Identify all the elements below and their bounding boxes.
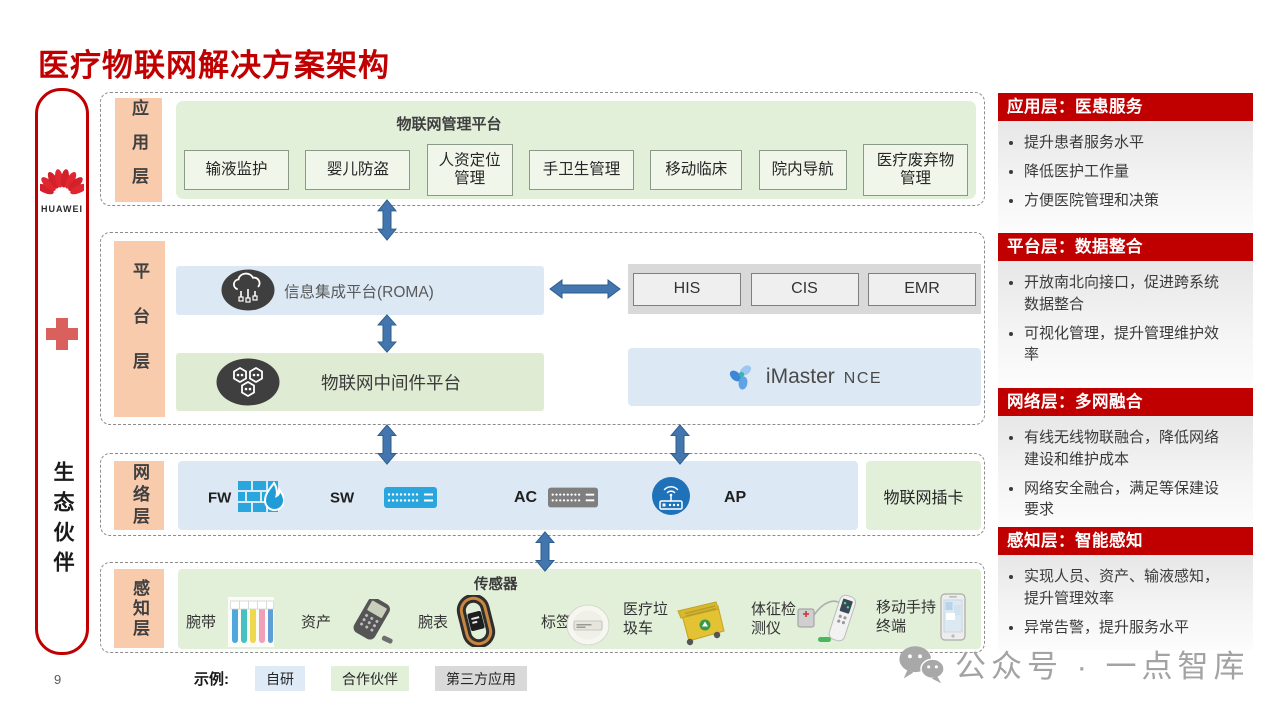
firewall-icon	[238, 481, 284, 512]
legend-label: 示例:	[194, 671, 229, 688]
huawei-brand-text: HUAWEI	[41, 204, 83, 214]
asset-scanner-icon	[353, 599, 393, 644]
network-layer-label: 网络层	[114, 461, 164, 530]
ap-icon	[652, 477, 690, 515]
app-item-medical-waste: 医疗废弃物管理	[862, 144, 968, 196]
bullet: 方便医院管理和决策	[1024, 190, 1222, 212]
sensor-wristband-label: 腕带	[186, 614, 217, 631]
iot-middleware-platform: 物联网中间件平台	[176, 353, 544, 411]
network-layer: 网络层 FW SW AC	[100, 453, 985, 536]
arrow-roma-middleware	[377, 314, 397, 353]
panel-section-app-body: 提升患者服务水平 降低医护工作量 方便医院管理和决策	[998, 121, 1253, 233]
platform-layer: 平台层 信息集成平台(ROMA) 物联网中间件平台	[100, 232, 985, 425]
bullet: 网络安全融合，满足等保建设要求	[1024, 478, 1222, 522]
tag-icon	[566, 604, 610, 646]
app-item-indoor-navigation: 院内导航	[758, 150, 847, 190]
middleware-hexagons-icon	[216, 358, 280, 406]
sensor-tag-label: 标签	[541, 614, 572, 631]
middleware-label: 物联网中间件平台	[321, 372, 461, 393]
sensor-waste-cart-label: 医疗垃圾车	[623, 601, 669, 637]
panel-section-platform-title: 平台层：数据整合	[998, 233, 1253, 261]
system-his: HIS	[633, 272, 741, 306]
sensors-title: 传感器	[474, 577, 518, 593]
application-layer-label: 应用层	[115, 98, 162, 202]
imaster-label: iMaster	[765, 365, 835, 388]
bullet: 开放南北向接口，促进跨系统数据整合	[1024, 272, 1222, 316]
application-items-row: 输液监护 婴儿防盗 人资定位管理 手卫生管理 移动临床 院内导航 医疗废弃物管理	[184, 141, 968, 199]
application-layer: 应用层 物联网管理平台 输液监护 婴儿防盗 人资定位管理 手卫生管理 移动临床 …	[100, 92, 985, 206]
wechat-icon	[899, 645, 945, 683]
panel-section-perception-body: 实现人员、资产、输液感知，提升管理效率 异常告警，提升服务水平	[998, 555, 1253, 650]
system-cis: CIS	[750, 272, 859, 306]
summary-panel: 应用层：医患服务 提升患者服务水平 降低医护工作量 方便医院管理和决策 平台层：…	[998, 93, 1253, 650]
vital-signs-monitor-icon	[797, 594, 856, 642]
huawei-logo: HUAWEI	[36, 164, 88, 214]
panel-section-network-title: 网络层：多网融合	[998, 388, 1253, 416]
bullet: 异常告警，提升服务水平	[1024, 617, 1222, 639]
panel-section-network-body: 有线无线物联融合，降低网络建设和维护成本 网络安全融合，满足等保建设要求	[998, 416, 1253, 527]
cloud-integration-icon	[221, 269, 275, 311]
system-emr: EMR	[868, 272, 976, 306]
fw-label: FW	[208, 489, 232, 507]
arrow-roma-his	[549, 279, 621, 299]
panel-section-platform-body: 开放南北向接口，促进跨系统数据整合 可视化管理，提升管理维护效率	[998, 261, 1253, 388]
app-item-baby-security: 婴儿防盗	[305, 150, 411, 190]
ac-label: AC	[514, 488, 538, 506]
perception-layer: 感知层 传感器 腕带 资产	[100, 562, 985, 653]
roma-label: 信息集成平台(ROMA)	[284, 283, 434, 301]
sw-label: SW	[330, 489, 355, 507]
arrow-imaster-ap	[670, 424, 690, 465]
app-item-infusion: 输液监护	[184, 150, 289, 190]
sensor-asset-label: 资产	[301, 614, 332, 631]
huawei-flower-icon	[36, 169, 88, 195]
bullet: 实现人员、资产、输液感知，提升管理效率	[1024, 566, 1222, 610]
watermark-text: 公众号 · 一点智库	[955, 649, 1250, 684]
imaster-nce-platform: iMaster NCE	[628, 348, 981, 406]
sensor-handheld-label: 移动手持终端	[876, 599, 937, 635]
bullet: 降低医护工作量	[1024, 161, 1222, 183]
handheld-terminal-icon	[940, 593, 966, 641]
legend-self-developed: 自研	[255, 666, 305, 691]
imaster-logo-icon	[729, 365, 752, 390]
hospital-systems-group: HIS CIS EMR	[628, 264, 981, 314]
app-item-hand-hygiene: 手卫生管理	[528, 150, 634, 190]
legend-third-party: 第三方应用	[435, 666, 527, 691]
medical-waste-cart-icon	[677, 601, 725, 646]
iot-card-box: 物联网插卡	[866, 461, 981, 530]
bullet: 有线无线物联融合，降低网络建设和维护成本	[1024, 427, 1222, 471]
arrow-middleware-network	[377, 424, 397, 465]
wristband-icon	[228, 597, 274, 647]
page-title: 医疗物联网解决方案架构	[38, 48, 390, 83]
iot-platform-title: 物联网管理平台	[396, 116, 502, 133]
app-item-mobile-clinical: 移动临床	[650, 150, 743, 190]
legend: 示例: 自研 合作伙伴 第三方应用	[194, 666, 527, 691]
arrow-app-platform	[377, 199, 397, 241]
bullet: 提升患者服务水平	[1024, 132, 1222, 154]
eco-partner-label: 生态伙伴	[51, 461, 74, 581]
eco-partner-sidebar: HUAWEI 生态伙伴	[35, 88, 89, 655]
medical-cross-icon	[44, 316, 80, 357]
bullet: 可视化管理，提升管理维护效率	[1024, 323, 1222, 367]
ap-label: AP	[724, 488, 747, 506]
sensor-watch-label: 腕表	[418, 614, 449, 631]
smart-watch-icon	[456, 595, 496, 647]
legend-partner: 合作伙伴	[331, 666, 409, 691]
panel-section-app-title: 应用层：医患服务	[998, 93, 1253, 121]
watermark: 公众号 · 一点智库	[897, 641, 1250, 686]
sensor-vitals-label: 体征检测仪	[751, 601, 797, 637]
page-number: 9	[54, 672, 62, 687]
imaster-nce-label: NCE	[843, 369, 883, 387]
arrow-network-perception	[535, 531, 555, 572]
panel-section-perception-title: 感知层：智能感知	[998, 527, 1253, 555]
ac-controller-icon	[548, 487, 598, 508]
platform-layer-label: 平台层	[114, 241, 165, 417]
perception-layer-label: 感知层	[114, 569, 164, 648]
roma-integration-platform: 信息集成平台(ROMA)	[176, 266, 544, 315]
app-item-staff-location: 人资定位管理	[426, 144, 513, 196]
network-devices-box: FW SW AC	[178, 461, 858, 530]
iot-management-platform: 物联网管理平台 输液监护 婴儿防盗 人资定位管理 手卫生管理 移动临床 院内导航…	[176, 101, 976, 199]
sensors-box: 传感器 腕带 资产	[178, 569, 981, 649]
switch-icon	[384, 487, 437, 508]
